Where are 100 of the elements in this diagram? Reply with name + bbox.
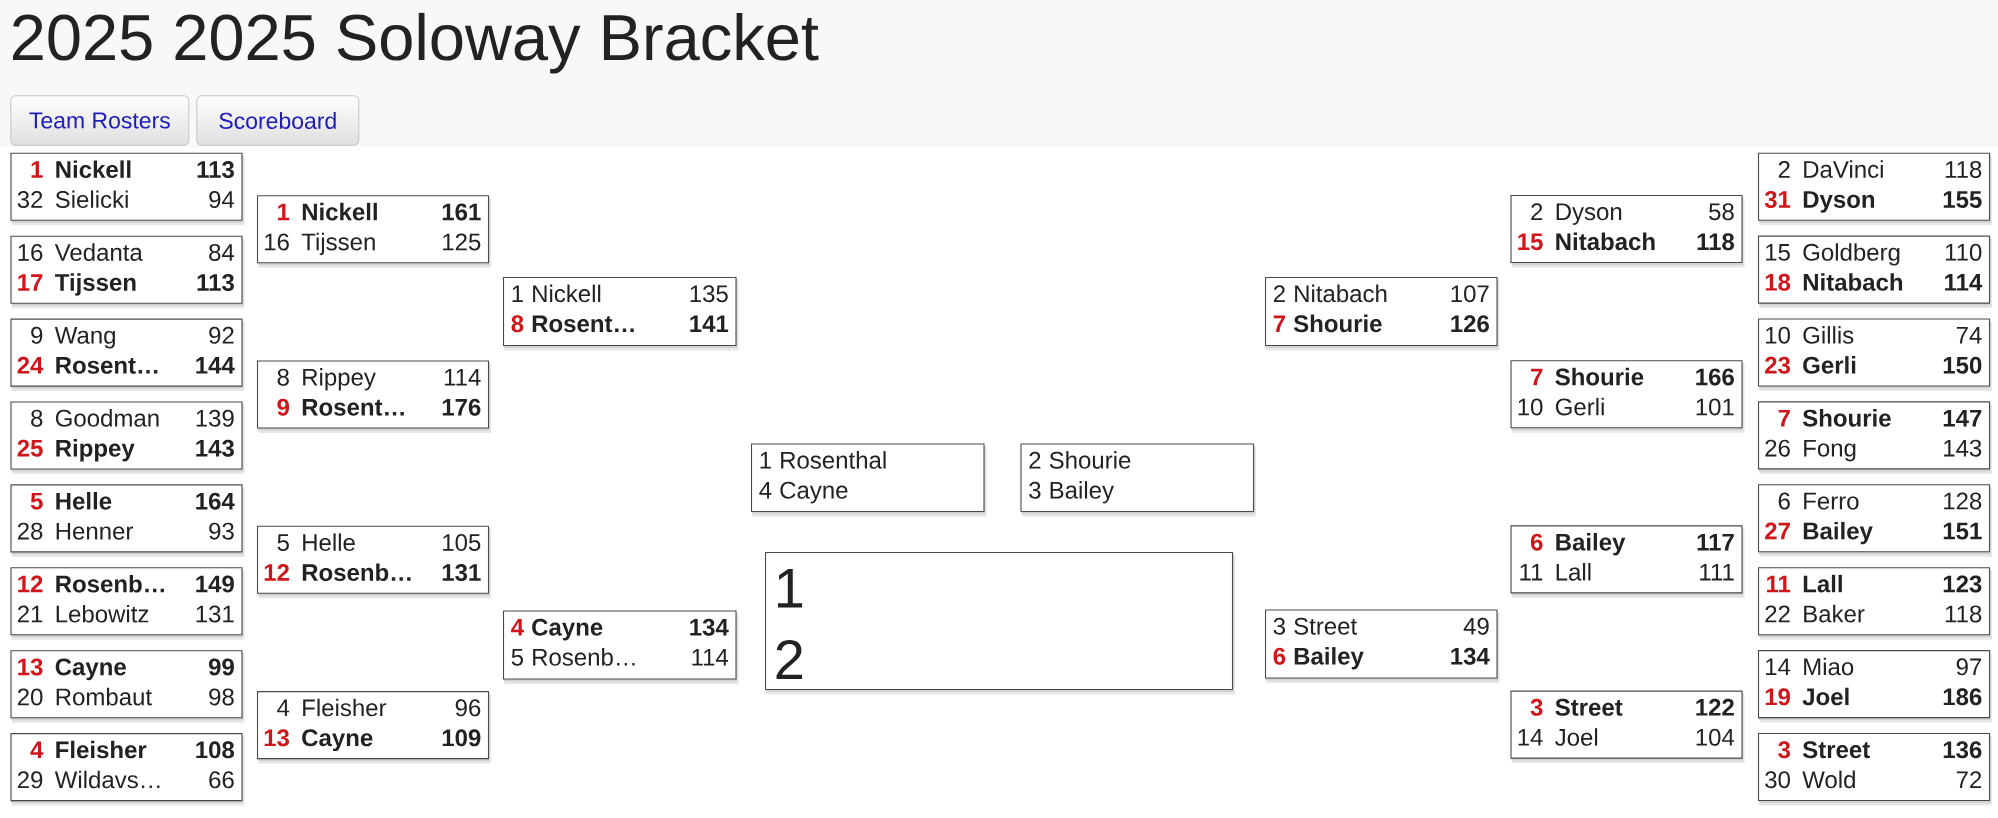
seed-number: 9: [277, 398, 289, 416]
team-name: Nickell: [56, 160, 131, 179]
team-name: Wang: [54, 327, 115, 349]
match-box: [1757, 401, 1992, 474]
score: 93: [209, 522, 234, 540]
team-name: DaVinci: [1804, 160, 1883, 178]
score: 136: [1943, 741, 1982, 759]
score: 113: [197, 273, 234, 291]
match-box: [502, 276, 739, 351]
team-name: Fong: [1804, 439, 1856, 462]
team-name: Joel: [1555, 728, 1598, 746]
match-box: [1020, 443, 1256, 517]
seed-number: 13: [18, 658, 43, 676]
seed-number: 17: [18, 274, 43, 291]
seed-number: 10: [1518, 398, 1543, 416]
team-name: Rombaut: [56, 687, 152, 706]
score: 149: [196, 575, 234, 593]
seed-number: 4: [30, 741, 44, 759]
score: 108: [196, 741, 235, 759]
score: 139: [196, 409, 234, 427]
team-name: Tijssen: [55, 273, 136, 296]
score: 126: [1451, 315, 1489, 333]
team-name: Cayne: [302, 729, 373, 752]
score: 141: [690, 315, 729, 332]
score: 131: [196, 605, 234, 623]
seed-number: 5: [30, 492, 43, 510]
match-box: [750, 443, 987, 517]
team-name: Shourie: [1555, 367, 1644, 386]
ranking-box: [764, 551, 1235, 695]
team-name: Dyson: [1556, 203, 1622, 225]
team-name: Nitabach: [1295, 284, 1387, 303]
score: 114: [692, 649, 729, 666]
match-box: [10, 484, 245, 557]
team-name: Vedanta: [54, 243, 143, 261]
team-name: Cayne: [780, 481, 848, 504]
team-name: Rosenb…: [302, 563, 411, 582]
team-name: Cayne: [532, 618, 603, 641]
team-name: Joel: [1802, 687, 1849, 706]
match-box: [1510, 690, 1745, 764]
team-name: Street: [1555, 698, 1623, 716]
seed-number: 19: [1765, 688, 1790, 706]
score: 66: [209, 771, 234, 789]
score: 96: [455, 699, 481, 717]
match-box: [256, 360, 491, 433]
seed-number: 1: [760, 452, 771, 469]
seed-number: 5: [277, 534, 289, 552]
seed-number: 25: [17, 439, 43, 457]
team-name: Nitabach: [1803, 273, 1903, 291]
score: 166: [1696, 368, 1734, 386]
match-box: [256, 195, 491, 268]
team-name: Dyson: [1803, 191, 1875, 213]
team-name: Tijssen: [301, 232, 375, 256]
place-number: 1: [778, 568, 803, 608]
match-box: [1264, 609, 1500, 683]
match-box: [1757, 484, 1992, 557]
team-name: Shourie: [1802, 409, 1891, 427]
score: 186: [1943, 688, 1982, 706]
score: 134: [1451, 647, 1490, 665]
seed-number: 20: [17, 688, 43, 706]
team-name: Bailey: [1556, 533, 1626, 556]
score: 98: [209, 688, 234, 706]
seed-number: 31: [1764, 190, 1791, 208]
match-box: [1757, 235, 1992, 309]
score: 58: [1709, 203, 1734, 221]
tab-button: Scoreboard: [196, 95, 360, 146]
seed-number: 9: [31, 326, 43, 344]
seed-number: 28: [17, 522, 43, 540]
match-box: [10, 152, 245, 226]
score: 122: [1696, 698, 1734, 716]
team-name: Goldberg: [1803, 243, 1900, 266]
seed-number: 32: [17, 191, 43, 209]
seed-number: 1: [31, 161, 43, 178]
team-name: Gerli: [1555, 397, 1604, 416]
match-box: [10, 235, 245, 309]
score: 72: [1956, 771, 1982, 788]
seed-number: 13: [264, 729, 290, 747]
team-name: Goodman: [55, 409, 159, 427]
seed-number: 4: [759, 482, 772, 499]
team-name: Ferro: [1804, 492, 1859, 510]
seed-number: 3: [1273, 617, 1285, 635]
seed-number: 24: [17, 356, 44, 374]
score: 111: [1700, 563, 1734, 581]
score: 105: [443, 534, 481, 552]
score: 104: [1696, 728, 1735, 746]
score: 94: [209, 191, 235, 209]
team-name: Fleisher: [56, 740, 147, 759]
team-name: Shourie: [1293, 314, 1382, 333]
seed-number: 6: [1273, 647, 1286, 665]
match-box: [1757, 567, 1992, 640]
seed-number: 2: [1531, 203, 1543, 220]
seed-number: 8: [277, 368, 289, 386]
team-name: Lall: [1803, 574, 1842, 593]
team-name: Fleisher: [303, 698, 387, 717]
match-box: [1510, 360, 1745, 433]
seed-number: 16: [265, 233, 289, 251]
score: 150: [1943, 356, 1982, 374]
score: 134: [690, 618, 729, 636]
match-box: [10, 318, 245, 392]
team-name: Street: [1802, 741, 1870, 759]
seed-number: 10: [1766, 326, 1790, 344]
